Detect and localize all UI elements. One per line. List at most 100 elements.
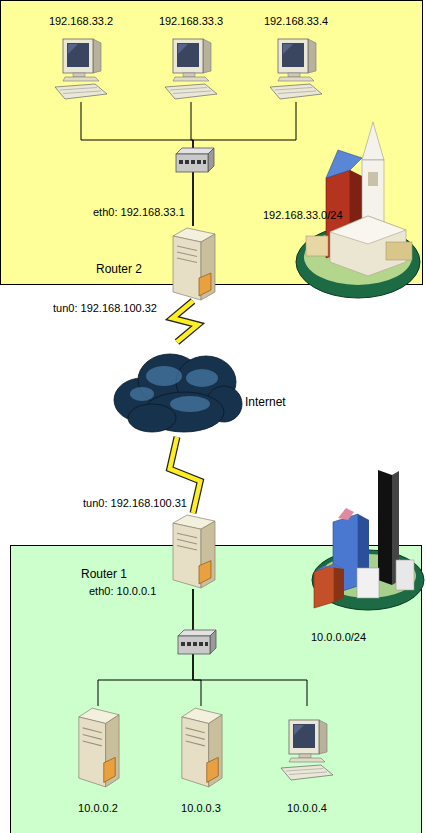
monitor-frame: [278, 39, 308, 73]
site-zone: 10.0.0.0/24tun0: 192.168.100.31Router 1e…: [10, 545, 422, 833]
expansion-card: [199, 273, 211, 296]
monitor-stand: [73, 73, 85, 77]
expansion-card: [104, 757, 116, 782]
server: 10.0.0.2: [75, 706, 121, 788]
screen-glare: [283, 44, 293, 54]
cloud-highlight: [146, 366, 182, 386]
keyboard-keys: [63, 91, 101, 94]
router: eth0: 192.168.33.1Router 2tun0: 192.168.…: [169, 226, 217, 301]
cloud-highlight: [130, 387, 154, 401]
drive-bay: [83, 728, 102, 733]
icon-group: [55, 39, 107, 99]
address-label: 10.0.0.3: [181, 802, 221, 815]
icon-group: [270, 39, 322, 99]
address-label: 192.168.33.3: [159, 15, 223, 28]
keyboard: [270, 84, 322, 99]
drive-bay: [83, 741, 102, 746]
device-icon: [169, 513, 217, 589]
drive-bay: [177, 545, 197, 550]
icon-group: [173, 228, 215, 300]
case-front: [79, 717, 106, 787]
address-label: eth0: 10.0.0.1: [89, 585, 156, 598]
cloud-highlight: [170, 396, 210, 412]
drive-bay: [83, 734, 102, 739]
keyboard-keys: [173, 91, 211, 94]
monitor-side: [203, 39, 211, 73]
expansion-card: [207, 757, 219, 782]
monitor-stand: [183, 73, 195, 77]
workstation: 10.0.0.4: [284, 706, 330, 788]
screen-glare: [294, 725, 304, 735]
icon-group: [114, 354, 242, 432]
monitor-base: [63, 77, 99, 81]
monitor-base: [289, 758, 325, 762]
drive-bay: [186, 728, 205, 733]
icon-group: [182, 708, 222, 787]
node-heading: Internet: [245, 396, 286, 409]
internet-cloud: Internet: [112, 342, 242, 437]
monitor-screen: [67, 43, 89, 67]
monitor-stand: [299, 754, 311, 758]
drive-bay: [177, 258, 197, 263]
node-heading: Router 2: [96, 263, 142, 276]
keyboard-keys: [278, 91, 316, 94]
monitor-screen: [282, 43, 304, 67]
node-heading: Router 1: [81, 568, 127, 581]
monitor-frame: [289, 720, 319, 754]
monitor-screen: [177, 43, 199, 67]
icon-group: [281, 720, 333, 780]
router: tun0: 192.168.100.31Router 1eth0: 10.0.0…: [169, 513, 217, 589]
monitor-stand: [288, 73, 300, 77]
icon-group: [165, 39, 217, 99]
monitor-side: [93, 39, 101, 73]
address-label: tun0: 192.168.100.32: [53, 302, 157, 315]
cloud-highlight: [186, 369, 218, 387]
keyboard-keys: [289, 772, 327, 775]
device-icon: [178, 706, 224, 788]
drive-bay: [177, 533, 197, 538]
keyboard: [165, 84, 217, 99]
keyboard: [281, 765, 333, 780]
cloud-puff: [128, 404, 176, 432]
keyboard-keys: [170, 88, 207, 91]
drive-bay: [177, 252, 197, 257]
building-top: [338, 508, 354, 520]
monitor-side: [308, 39, 316, 73]
address-label: 192.168.33.0/24: [263, 209, 343, 222]
keyboard-keys: [60, 88, 97, 91]
keyboard-keys: [286, 769, 323, 772]
expansion-card: [199, 561, 211, 584]
drive-bay: [186, 734, 205, 739]
keyboard: [55, 84, 107, 99]
address-label: 10.0.0.0/24: [311, 631, 366, 644]
device-icon: [284, 706, 330, 788]
device-icon: [75, 706, 121, 788]
icon-group: [79, 708, 119, 787]
device-icon: [53, 37, 109, 102]
workstation: 192.168.33.2: [53, 37, 109, 102]
case-front: [173, 236, 201, 300]
server: 10.0.0.3: [178, 706, 224, 788]
workstation: 192.168.33.3: [163, 37, 219, 102]
address-label: 192.168.33.2: [49, 15, 113, 28]
address-label: 10.0.0.4: [287, 802, 327, 815]
lightning-outline: [172, 301, 197, 342]
address-label: 192.168.33.4: [264, 15, 328, 28]
monitor-side: [319, 720, 327, 754]
device-icon: [163, 37, 219, 102]
screen-glare: [178, 44, 188, 54]
device-icon: [169, 226, 217, 301]
address-label: tun0: 192.168.100.31: [83, 497, 187, 510]
monitor-base: [278, 77, 314, 81]
case-front: [173, 523, 201, 588]
case-front: [182, 717, 209, 787]
monitor-base: [173, 77, 209, 81]
drive-bay: [186, 741, 205, 746]
monitor-screen: [293, 724, 315, 748]
monitor-frame: [173, 39, 203, 73]
keyboard-keys: [275, 88, 312, 91]
monitor-frame: [63, 39, 93, 73]
device-icon: [268, 37, 324, 102]
address-label: 10.0.0.2: [78, 802, 118, 815]
